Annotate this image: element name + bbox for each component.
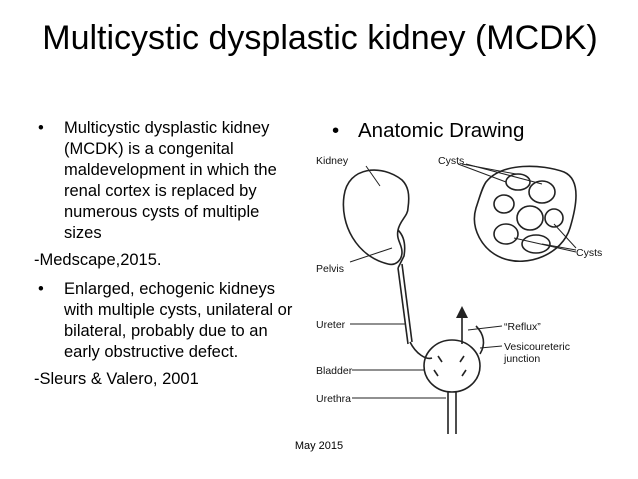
label-vesicoureteric: Vesicoureteric xyxy=(504,341,570,353)
label-line-cyst xyxy=(465,163,543,185)
label-line-kidney xyxy=(365,165,381,187)
bladder-dot xyxy=(461,369,467,377)
footer-date: May 2015 xyxy=(294,440,344,452)
label-pelvis: Pelvis xyxy=(316,263,344,275)
drawing-heading: • Anatomic Drawing xyxy=(332,118,524,144)
bullet-marker: • xyxy=(332,119,340,142)
renal-pelvis-shape xyxy=(397,229,406,269)
label-kidney: Kidney xyxy=(316,155,349,167)
citation-sleurs-valero: -Sleurs & Valero, 2001 xyxy=(34,370,199,388)
label-urethra: Urethra xyxy=(316,393,351,405)
bullet-marker: • xyxy=(38,280,44,298)
citation-medscape: -Medscape,2015. xyxy=(34,251,162,269)
ureter-line-inner xyxy=(401,263,413,343)
bladder-shape xyxy=(423,339,481,393)
bullet-marker: • xyxy=(38,119,44,137)
label-line-reflux xyxy=(467,325,503,331)
reflux-arrowhead xyxy=(456,306,468,318)
bladder-inflow-left xyxy=(409,341,433,360)
label-cysts-top: Cysts xyxy=(438,155,464,167)
bullet-definition-text: Multicystic dysplastic kidney (MCDK) is … xyxy=(64,119,277,242)
bullet-description-text: Enlarged, echogenic kidneys with multipl… xyxy=(64,280,293,361)
bullet-definition: • Multicystic dysplastic kidney (MCDK) i… xyxy=(34,118,296,244)
label-bladder: Bladder xyxy=(316,365,353,377)
slide-title: Multicystic dysplastic kidney (MCDK) xyxy=(42,19,598,57)
bladder-dot xyxy=(433,369,439,377)
label-junction: junction xyxy=(503,353,540,365)
label-line-cyst xyxy=(513,237,577,253)
label-reflux: “Reflux” xyxy=(504,321,541,333)
bladder-inflow-right xyxy=(475,325,485,355)
label-line-vesicoureteric xyxy=(479,345,503,349)
drawing-heading-text: Anatomic Drawing xyxy=(358,119,525,142)
bladder-dot xyxy=(437,355,443,363)
label-line-cyst xyxy=(553,223,577,249)
cystic-kidney-shape xyxy=(473,165,577,263)
label-cysts-right: Cysts xyxy=(576,247,602,259)
kidney-shape xyxy=(342,169,410,266)
label-line-pelvis xyxy=(349,247,393,263)
left-column: • Multicystic dysplastic kidney (MCDK) i… xyxy=(34,118,296,398)
label-line-cyst xyxy=(541,243,577,251)
anatomic-drawing: Kidney Cysts Pelvis Cysts Ureter “Reflux… xyxy=(316,155,602,434)
bullet-description: • Enlarged, echogenic kidneys with multi… xyxy=(34,279,296,363)
label-ureter: Ureter xyxy=(316,319,346,331)
label-line-cyst xyxy=(457,163,507,183)
bladder-dot xyxy=(459,355,465,363)
ureter-line xyxy=(397,267,409,345)
